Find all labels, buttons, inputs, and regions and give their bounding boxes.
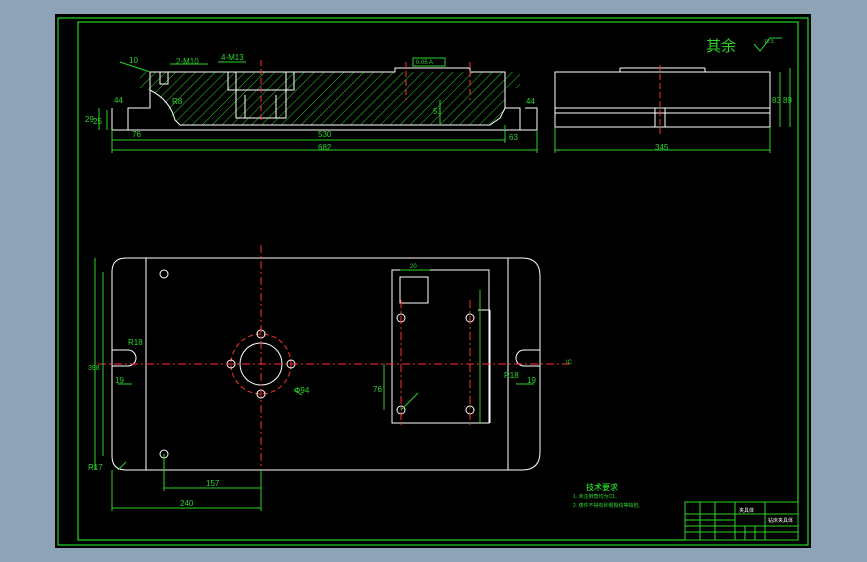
dim-157: 157 [206, 479, 220, 488]
tech-item-1: 1. 未注倒角均为C1。 [573, 493, 620, 500]
dim-r18-right: R18 [504, 371, 519, 380]
title-block-text: 夹具体 钻床夹具体 [739, 507, 793, 524]
outer-frame [57, 17, 809, 546]
side-dim-labels: 345 83 89 [655, 96, 792, 152]
dim-83: 83 [772, 96, 781, 105]
plan-dimensions [94, 258, 534, 511]
dim-63: 63 [509, 133, 518, 142]
dim-345: 345 [655, 143, 669, 152]
tech-title: 技术要求 [586, 482, 618, 492]
right-tag: IC [566, 360, 573, 366]
dim-51: 51 [433, 107, 442, 116]
dim-240: 240 [180, 499, 194, 508]
title-block [684, 501, 799, 541]
roughness-note: 其余 12.5 [706, 37, 782, 55]
section-hatch [140, 72, 520, 125]
dim-r8: R8 [172, 97, 183, 106]
dim-25: 25 [93, 117, 102, 126]
section-view [98, 57, 538, 153]
dim-89: 89 [783, 96, 792, 105]
side-view [554, 65, 791, 153]
dim-76: 76 [132, 130, 141, 139]
plan-center-lines [98, 245, 570, 485]
title-drawing-name: 钻床夹具体 [768, 517, 793, 524]
dim-29: 29 [85, 115, 94, 124]
dim-76-plan: 76 [373, 385, 382, 394]
dim-398: 398 [88, 365, 100, 372]
dim-44: 44 [114, 96, 123, 105]
dim-r18-left: R18 [128, 338, 143, 347]
section-dim-labels: 10 2-M10 4-M13 R8 76 530 682 51 63 29 25… [85, 53, 535, 152]
note-2-m10: 2-M10 [176, 57, 199, 66]
dim-r17: R17 [88, 463, 103, 472]
tech-item-2: 2. 铸件不得有砂眼裂纹等缺陷。 [573, 502, 644, 509]
dim-19-left: 19 [115, 376, 124, 385]
title-part-name: 夹具体 [739, 507, 754, 514]
plan-outline [111, 257, 541, 471]
roughness-label: 其余 [706, 37, 736, 55]
inner-frame [77, 21, 799, 541]
note-4-m13: 4-M13 [221, 53, 244, 62]
dim-682: 682 [318, 143, 332, 152]
dim-44b: 44 [526, 97, 535, 106]
dim-530: 530 [318, 130, 332, 139]
dim-20: 20 [410, 264, 417, 270]
dim-19-right: 19 [527, 376, 536, 385]
plan-dim-labels: R18 R18 19 19 R17 157 240 Φ94 76 20 398 … [88, 264, 573, 508]
roughness-value: 12.5 [764, 39, 774, 45]
dim-phi94: Φ94 [294, 386, 310, 395]
technical-requirements: 技术要求 1. 未注倒角均为C1。 2. 铸件不得有砂眼裂纹等缺陷。 [573, 482, 644, 509]
tolerance-frame: 0.05 A [416, 60, 433, 66]
dim-10: 10 [129, 56, 138, 65]
